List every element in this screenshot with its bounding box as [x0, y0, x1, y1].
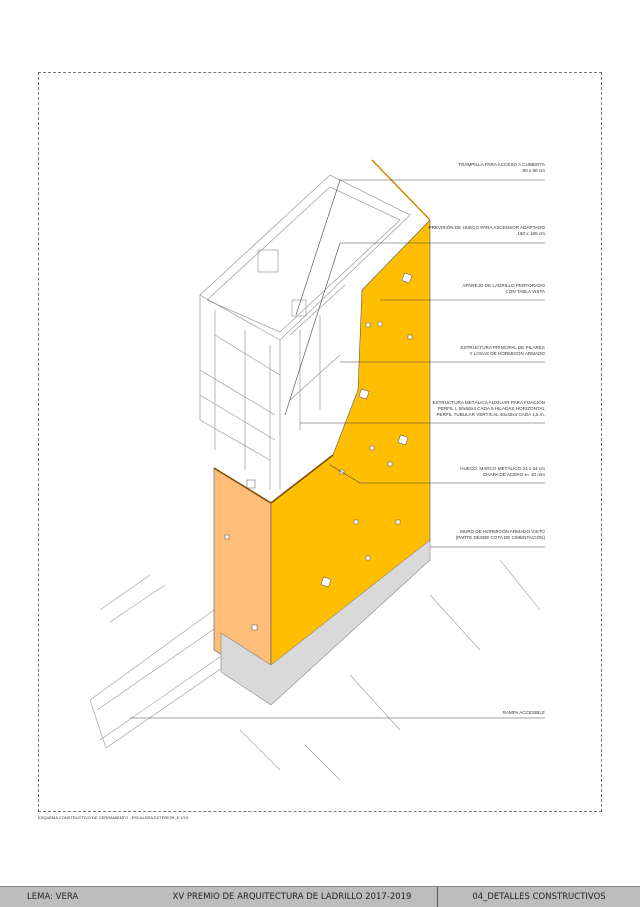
- annotation-elevator: PREVISIÓN DE HUECO PARA ASCENSOR ADAPTAD…: [428, 225, 546, 236]
- annotation-concrete-wall: MURO DE HORMIGÓN ARMADO VISTO (PARTE DES…: [455, 529, 545, 540]
- footer-title: XV PREMIO DE ARQUITECTURA DE LADRILLO 20…: [172, 892, 412, 902]
- ramp-lines: [89, 559, 541, 781]
- annotation-steel-structure: ESTRUCTURA METÁLICA AUXILIAR PARA FIJACI…: [432, 400, 546, 417]
- annotation-main-structure: ESTRUCTURA PRINCIPAL DE PILARES Y LOSAS …: [460, 345, 546, 356]
- facade-openings: [224, 272, 413, 631]
- drawing-frame: [38, 72, 602, 812]
- footer-sheet: 04_DETALLES CONSTRUCTIVOS: [437, 887, 640, 907]
- footer-lema: LEMA: VERA: [27, 892, 79, 902]
- annotation-opening: HUECO: MARCO METÁLICO 24 x 24 cm CHAPA D…: [460, 466, 545, 477]
- title-block: LEMA: VERA XV PREMIO DE ARQUITECTURA DE …: [0, 886, 640, 907]
- leader-lines: [130, 179, 545, 719]
- structure-wireframe: [199, 174, 411, 490]
- drawing-caption: ESQUEMA CONSTRUCTIVO DE CERRAMIENTO - ES…: [38, 815, 189, 820]
- concrete-base: [220, 539, 431, 706]
- annotation-roof-hatch: TRAMPILLA PARA ACCESO A CUBIERTA 80 x 80…: [458, 162, 545, 173]
- annotation-ramp: RAMPA ACCESIBLE: [502, 710, 545, 715]
- annotation-brick-bond: APAREJO DE LADRILLO PERFORADO CON TABLA …: [462, 283, 545, 294]
